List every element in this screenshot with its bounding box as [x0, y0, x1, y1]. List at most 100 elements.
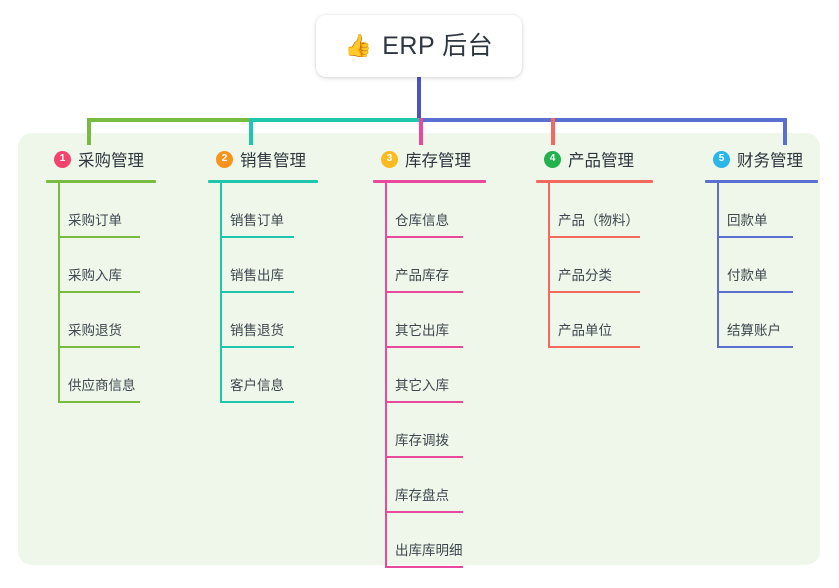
branch-title: 库存管理: [405, 152, 471, 170]
branch-title-underline: [46, 180, 156, 183]
list-item-rule: [58, 291, 140, 293]
branch-title-underline: [373, 180, 486, 183]
list-item[interactable]: 产品分类: [526, 238, 653, 293]
list-item[interactable]: 库存调拨: [363, 403, 486, 458]
branch-index-badge: 2: [216, 150, 233, 168]
list-item[interactable]: 销售订单: [198, 183, 318, 238]
horizontal-bar-segment-3: [419, 118, 783, 122]
list-item-rule: [717, 346, 793, 348]
list-item[interactable]: 回款单: [695, 183, 818, 238]
list-item[interactable]: 付款单: [695, 238, 818, 293]
branch-item-list-3: 仓库信息产品库存其它出库其它入库库存调拨库存盘点出库库明细: [363, 183, 486, 568]
branch-index-badge: 1: [54, 150, 71, 168]
list-item-rule: [220, 401, 294, 403]
list-item-rule: [58, 346, 140, 348]
list-item-label: 客户信息: [230, 378, 284, 393]
list-item-rule: [220, 236, 294, 238]
branch-title-underline: [208, 180, 318, 183]
list-item-label: 出库库明细: [395, 543, 463, 558]
list-item-label: 采购退货: [68, 323, 122, 338]
branch-item-list-2: 销售订单销售出库销售退货客户信息: [198, 183, 318, 403]
branch-column-2: 2 销售管理销售订单销售出库销售退货客户信息: [198, 142, 318, 403]
branch-index-badge: 5: [713, 150, 730, 168]
list-item-label: 结算账户: [727, 323, 781, 338]
branch-header-4[interactable]: 4 产品管理: [526, 142, 653, 176]
root-node[interactable]: 👍 ERP 后台: [316, 15, 522, 77]
list-item-rule: [385, 291, 463, 293]
list-item-label: 其它入库: [395, 378, 449, 393]
list-item-rule: [385, 511, 463, 513]
horizontal-bar-segment-2: [249, 118, 419, 122]
list-item-label: 其它出库: [395, 323, 449, 338]
list-item[interactable]: 供应商信息: [36, 348, 156, 403]
list-item-label: 库存调拨: [395, 433, 449, 448]
list-item[interactable]: 采购入库: [36, 238, 156, 293]
list-item-rule: [717, 291, 793, 293]
list-item[interactable]: 采购订单: [36, 183, 156, 238]
root-node-label: ERP 后台: [382, 31, 494, 60]
list-item[interactable]: 销售出库: [198, 238, 318, 293]
branch-spine: [548, 183, 550, 348]
list-item-label: 销售退货: [230, 323, 284, 338]
horizontal-bar-segment-1: [87, 118, 249, 122]
list-item-rule: [548, 291, 640, 293]
list-item[interactable]: 销售退货: [198, 293, 318, 348]
branch-spine: [717, 183, 719, 348]
branch-header-1[interactable]: 1 采购管理: [36, 142, 156, 176]
list-item-label: 销售出库: [230, 268, 284, 283]
list-item-rule: [385, 346, 463, 348]
list-item-label: 回款单: [727, 213, 768, 228]
list-item-label: 付款单: [727, 268, 768, 283]
list-item[interactable]: 客户信息: [198, 348, 318, 403]
branch-column-4: 4 产品管理产品（物料） 产品分类产品单位: [526, 142, 653, 348]
list-item-label: 供应商信息: [68, 378, 136, 393]
list-item-rule: [220, 346, 294, 348]
list-item[interactable]: 产品库存: [363, 238, 486, 293]
branch-item-list-4: 产品（物料） 产品分类产品单位: [526, 183, 653, 348]
root-stem-connector: [417, 77, 421, 122]
branch-drop-connector-2: [249, 118, 253, 145]
thumbs-up-icon: 👍: [344, 33, 373, 58]
list-item-label: 销售订单: [230, 213, 284, 228]
list-item-rule: [717, 236, 793, 238]
branch-title-underline: [536, 180, 653, 183]
branch-spine: [385, 183, 387, 568]
list-item[interactable]: 其它入库: [363, 348, 486, 403]
list-item[interactable]: 结算账户: [695, 293, 818, 348]
list-item[interactable]: 产品（物料）: [526, 183, 653, 238]
list-item[interactable]: 仓库信息: [363, 183, 486, 238]
branch-header-2[interactable]: 2 销售管理: [198, 142, 318, 176]
branch-spine: [58, 183, 60, 403]
branch-title: 产品管理: [568, 152, 634, 170]
branch-title: 销售管理: [240, 152, 306, 170]
list-item[interactable]: 其它出库: [363, 293, 486, 348]
list-item[interactable]: 产品单位: [526, 293, 653, 348]
list-item[interactable]: 出库库明细: [363, 513, 486, 568]
list-item-rule: [220, 291, 294, 293]
list-item[interactable]: 库存盘点: [363, 458, 486, 513]
list-item-label: 采购入库: [68, 268, 122, 283]
list-item-rule: [385, 566, 463, 568]
list-item-label: 产品（物料）: [558, 213, 639, 228]
branch-drop-connector-1: [87, 118, 91, 145]
branch-item-list-5: 回款单付款单结算账户: [695, 183, 818, 348]
branch-index-badge: 4: [544, 150, 561, 168]
list-item-rule: [385, 456, 463, 458]
branch-item-list-1: 采购订单采购入库采购退货供应商信息: [36, 183, 156, 403]
diagram-panel: [18, 133, 820, 565]
list-item-label: 产品分类: [558, 268, 612, 283]
branch-column-1: 1 采购管理采购订单采购入库采购退货供应商信息: [36, 142, 156, 403]
list-item-rule: [58, 401, 140, 403]
list-item-rule: [548, 236, 640, 238]
list-item[interactable]: 采购退货: [36, 293, 156, 348]
branch-drop-connector-3: [419, 118, 423, 145]
list-item-rule: [385, 236, 463, 238]
list-item-label: 库存盘点: [395, 488, 449, 503]
list-item-rule: [58, 236, 140, 238]
branch-title: 采购管理: [78, 152, 144, 170]
branch-drop-connector-5: [783, 118, 787, 145]
